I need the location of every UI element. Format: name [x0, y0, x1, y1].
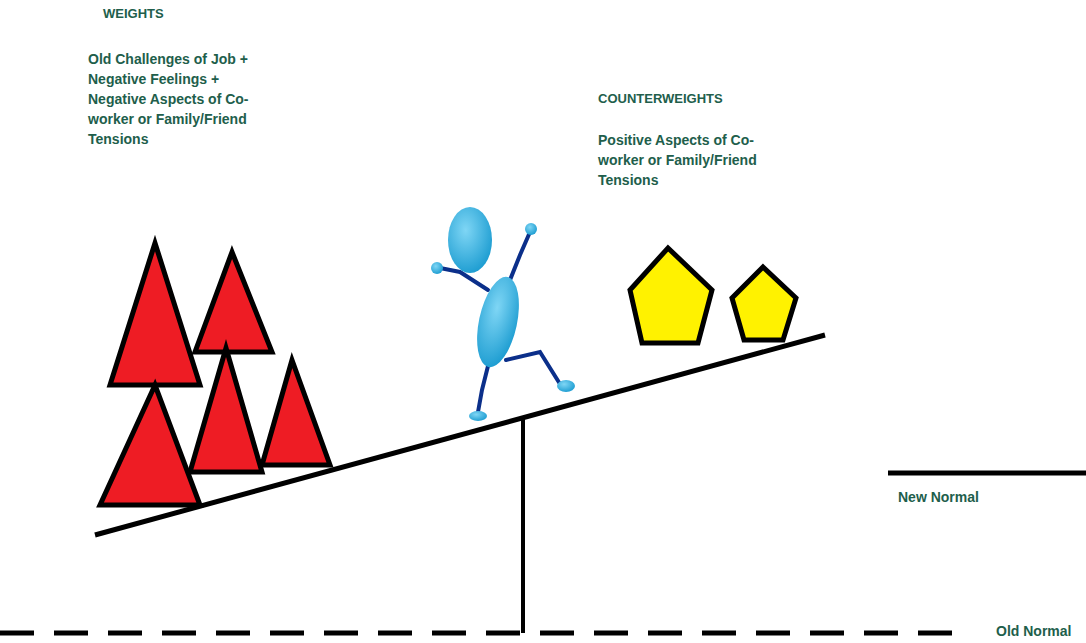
seesaw-plank: [95, 335, 825, 535]
stick-figure: [431, 207, 575, 421]
counterweights-description: Positive Aspects of Co-worker or Family/…: [598, 130, 786, 190]
fulcrum-post: [521, 418, 525, 633]
weight-triangles: [100, 243, 330, 505]
counterweights-heading: COUNTERWEIGHTS: [598, 89, 818, 109]
weights-heading: WEIGHTS: [103, 4, 303, 24]
new-normal-label: New Normal: [898, 487, 1068, 507]
weights-description: Old Challenges of Job + Negative Feeling…: [88, 49, 276, 149]
old-normal-label: Old Normal: [996, 621, 1082, 641]
old-normal-line: [0, 631, 965, 636]
new-normal-line: [888, 471, 1086, 476]
counterweight-pentagons: [630, 248, 796, 343]
